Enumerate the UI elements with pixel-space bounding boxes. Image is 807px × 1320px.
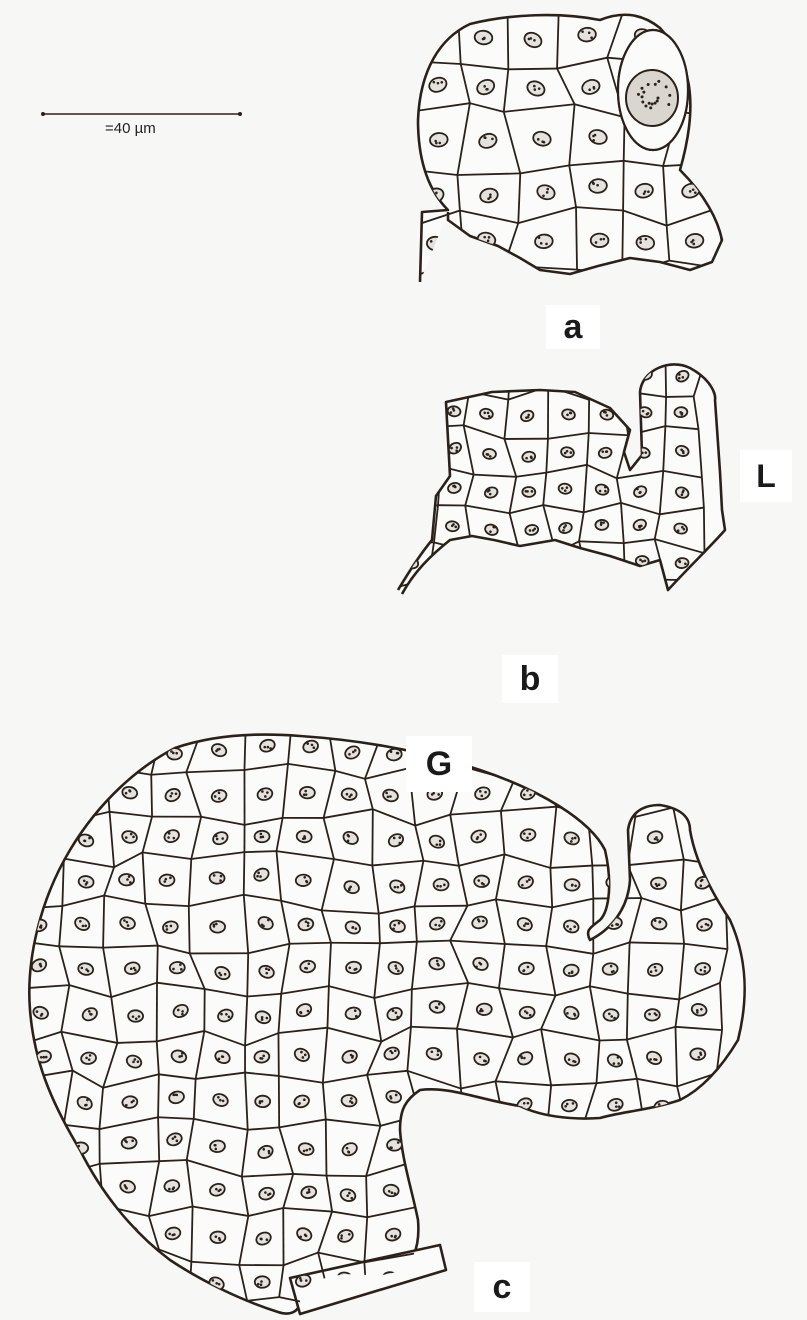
marker-label-L: L [740,450,792,502]
scale-bar-label: =40 µm [105,120,156,137]
scale-bar [41,112,242,116]
marker-label-G: G [406,736,472,792]
panel-label-a: a [546,305,600,349]
panel-c-drawing [10,721,744,1314]
panel-label-c: c [474,1262,530,1312]
panel-a-drawing [405,1,732,282]
panel-label-b: b [502,655,558,703]
panel-b-drawing [390,348,725,594]
